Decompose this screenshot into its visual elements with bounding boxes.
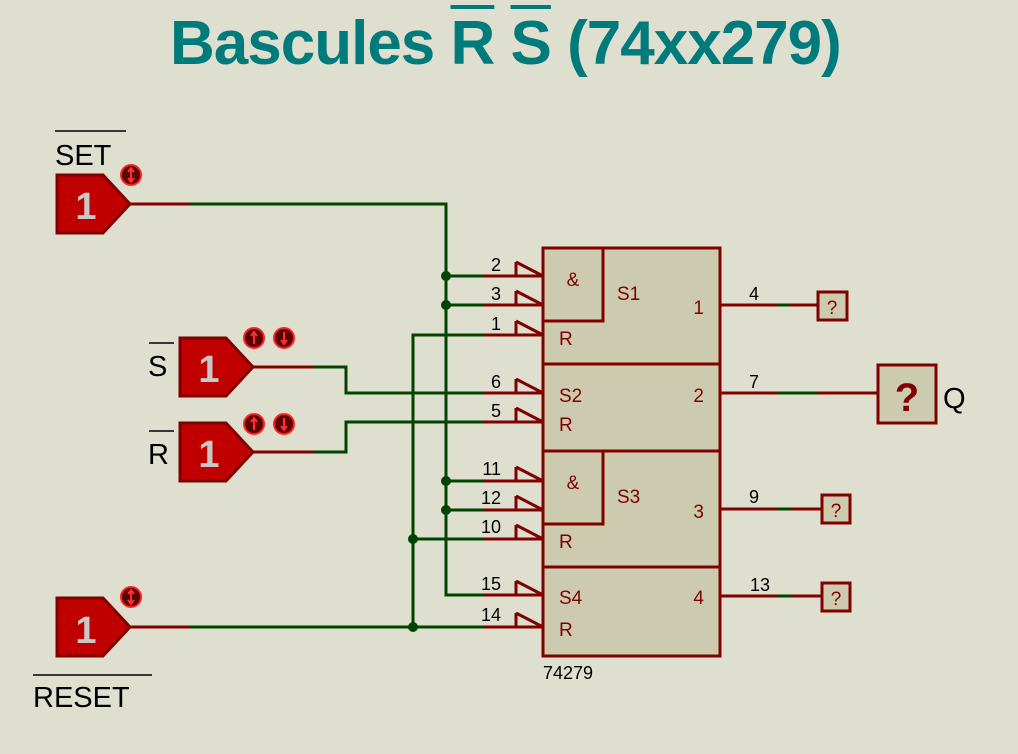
input-r[interactable]: R 1 xyxy=(148,413,313,483)
up-arrow-icon[interactable] xyxy=(243,327,265,349)
probe-value: ? xyxy=(831,501,842,522)
wire-reset-bus xyxy=(411,333,483,627)
logic-source-body[interactable] xyxy=(55,596,133,658)
reset-label: R xyxy=(559,620,573,641)
and-symbol: & xyxy=(567,473,580,494)
pin-number: 10 xyxy=(481,517,501,537)
input-r-label: R xyxy=(148,439,169,471)
input-set-value: 1 xyxy=(75,186,96,228)
probe-pin13[interactable]: ? xyxy=(820,581,852,613)
section-name: S2 xyxy=(559,386,582,407)
reset-label: R xyxy=(559,415,573,436)
section-name: S1 xyxy=(617,284,640,305)
out-index: 2 xyxy=(693,386,704,407)
probe-pin4[interactable]: ? xyxy=(816,290,849,322)
out-index: 4 xyxy=(693,588,704,609)
and-symbol: & xyxy=(567,270,580,291)
reset-label: R xyxy=(559,532,573,553)
title-prefix: Bascules xyxy=(170,9,435,78)
junctions xyxy=(408,271,451,632)
input-reset-value: 1 xyxy=(75,610,96,652)
input-s-value: 1 xyxy=(198,349,219,391)
probe-value: ? xyxy=(827,298,838,319)
pin-number: 6 xyxy=(491,372,501,392)
logic-source-body[interactable] xyxy=(178,421,256,483)
page-title: Bascules R S (74xx279) xyxy=(170,8,842,79)
wire-s xyxy=(313,365,483,395)
section-name: S4 xyxy=(559,588,583,609)
pin-number: 3 xyxy=(491,284,501,304)
input-reset[interactable]: 1 RESET xyxy=(33,586,190,714)
probe-q-label: Q xyxy=(943,383,966,415)
junction-dot xyxy=(408,622,418,632)
wires xyxy=(190,202,818,629)
junction-dot xyxy=(441,505,451,515)
reset-label: R xyxy=(559,329,573,350)
junction-dot xyxy=(441,476,451,486)
out-index: 1 xyxy=(693,298,704,319)
ic-input-pins xyxy=(483,260,778,629)
junction-dot xyxy=(408,534,418,544)
logic-source-body[interactable] xyxy=(178,336,256,398)
and-box-s3 xyxy=(541,449,605,526)
probe-pin9[interactable]: ? xyxy=(820,493,852,525)
pin-number: 4 xyxy=(749,284,759,304)
toggle-icon[interactable] xyxy=(120,164,142,186)
ic-section-s2 xyxy=(541,362,722,453)
ic-part-label: 74279 xyxy=(543,663,593,683)
title-suffix: (74xx279) xyxy=(567,9,842,78)
pin-number: 5 xyxy=(491,401,501,421)
pin-number: 14 xyxy=(481,605,501,625)
pin-number: 7 xyxy=(749,372,759,392)
input-r-value: 1 xyxy=(198,434,219,476)
wire-set xyxy=(190,202,483,597)
junction-dot xyxy=(441,300,451,310)
out-index: 3 xyxy=(693,502,704,523)
title-r-bar: R xyxy=(450,9,496,78)
ic-74279[interactable]: & S1 R 1 S2 R 2 & S3 R 3 S4 R 4 2 3 1 6 … xyxy=(481,246,778,683)
pin-number: 1 xyxy=(491,314,501,334)
logic-source-body[interactable] xyxy=(55,173,133,235)
input-reset-label: RESET xyxy=(33,682,130,714)
down-arrow-icon[interactable] xyxy=(273,413,295,435)
junction-dot xyxy=(441,271,451,281)
probe-q[interactable]: ? Q xyxy=(876,363,966,425)
pin-number: 13 xyxy=(750,575,770,595)
toggle-icon[interactable] xyxy=(120,586,142,608)
and-box-s1 xyxy=(541,246,605,323)
probe-value: ? xyxy=(831,589,842,610)
pin-number: 12 xyxy=(481,488,501,508)
probe-value: ? xyxy=(895,376,919,420)
up-arrow-icon[interactable] xyxy=(243,413,265,435)
section-name: S3 xyxy=(617,487,640,508)
input-s-label: S xyxy=(148,351,167,383)
title-s-bar: S xyxy=(510,9,552,78)
ic-section-s4 xyxy=(541,565,722,658)
input-set[interactable]: SET 1 xyxy=(55,130,190,235)
wire-r xyxy=(313,420,483,454)
pin-number: 9 xyxy=(749,487,759,507)
input-set-label: SET xyxy=(55,140,112,172)
pin-number: 2 xyxy=(491,255,501,275)
pin-number: 15 xyxy=(481,574,501,594)
input-s[interactable]: S 1 xyxy=(148,327,313,398)
pin-number: 11 xyxy=(482,459,501,479)
down-arrow-icon[interactable] xyxy=(273,327,295,349)
